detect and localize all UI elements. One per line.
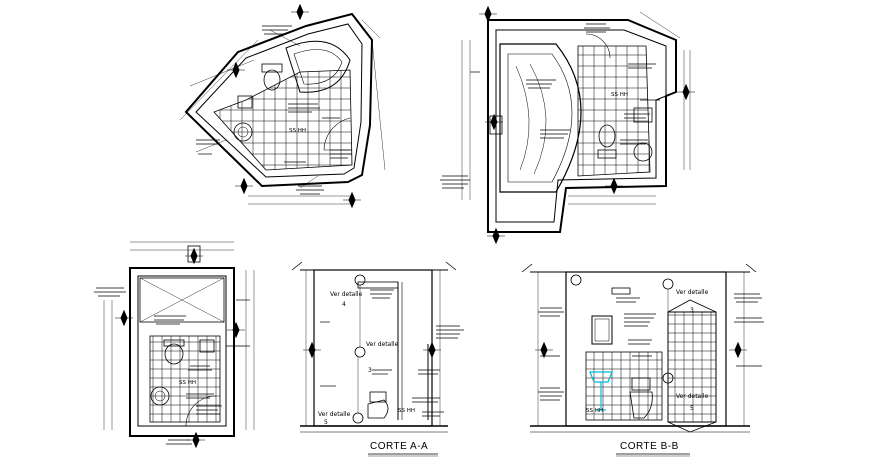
section-a-a-title: CORTE A-A	[370, 441, 429, 452]
plan-angled-bathroom: SS HH	[179, 4, 386, 208]
detail-number-4: 4	[342, 301, 346, 308]
detail-number-b3: 3	[690, 307, 694, 314]
ver-detalle-label-b3: Ver detalle	[676, 289, 709, 296]
ss-hh-symbol-plan3: SS HH	[179, 380, 196, 386]
ss-hh-symbol-section-a: SS HH	[398, 408, 415, 414]
ver-detalle-label-4: Ver detalle	[330, 291, 363, 298]
plan-small-bathroom: SS HH	[94, 241, 255, 448]
ver-detalle-label-b5: Ver detalle	[676, 393, 709, 400]
detail-number-3: 3	[368, 367, 372, 374]
detail-number-b5: 5	[690, 405, 694, 412]
detail-number-5: 5	[324, 419, 328, 426]
section-a-a: Ver detalle 4 Ver detalle 3 Ver detalle …	[291, 261, 464, 433]
section-b-b: Ver detalle 3 Ver detalle 5 SS HH	[521, 263, 764, 433]
ss-hh-symbol-section-b: SS HH	[586, 408, 603, 414]
ver-detalle-label-5: Ver detalle	[318, 411, 351, 418]
ss-hh-symbol-plan2: SS HH	[611, 92, 628, 98]
section-b-b-title: CORTE B-B	[620, 441, 679, 452]
plan-curved-tub-bathroom: SS HH	[440, 6, 696, 244]
ver-detalle-label-3: Ver detalle	[366, 341, 399, 348]
ss-hh-symbol-plan1: SS HH	[289, 128, 306, 134]
